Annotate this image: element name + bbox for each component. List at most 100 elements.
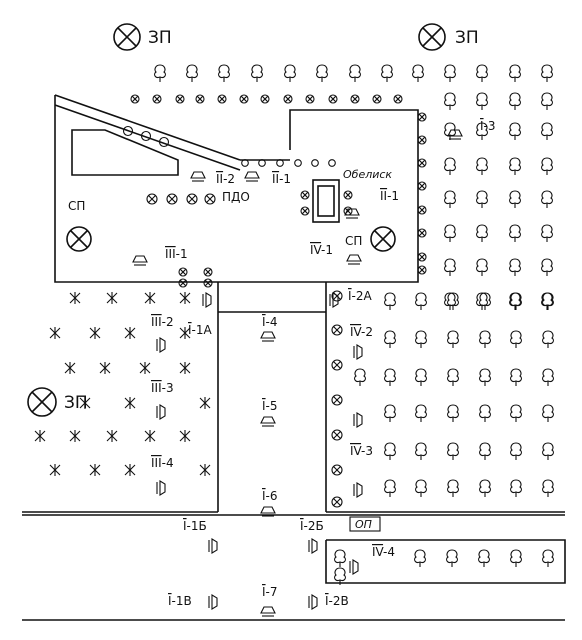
lamp-icon (195, 94, 205, 104)
shrub-icon (89, 327, 101, 339)
position-suffix: -3 (361, 444, 373, 458)
position-label: IV-3 (350, 444, 373, 458)
tree-icon (415, 368, 427, 386)
position-prefix: I (325, 594, 329, 608)
tree-icon (509, 92, 521, 110)
lamp-icon (166, 193, 178, 205)
lamp-icon (203, 267, 213, 277)
lamp-icon (300, 206, 310, 216)
tree-icon (447, 330, 459, 348)
position-suffix: -4 (266, 315, 278, 329)
tree-icon (541, 258, 553, 276)
tree-icon (510, 442, 522, 460)
position-prefix: IV (350, 325, 363, 339)
tree-icon (542, 368, 554, 386)
position-prefix: III (151, 456, 162, 470)
shrub-icon (89, 464, 101, 476)
square-outline (54, 95, 419, 283)
position-label: III-2 (151, 315, 174, 329)
tree-icon (354, 368, 366, 386)
lamp-icon (417, 265, 427, 275)
tree-icon (510, 479, 522, 497)
tree-icon (444, 292, 456, 310)
position-suffix: -1В (172, 594, 192, 608)
tree-icon (542, 479, 554, 497)
tree-icon (479, 479, 491, 497)
obelisk-shaft (317, 185, 335, 217)
position-prefix: I (262, 489, 266, 503)
position-label: II-2 (216, 172, 235, 186)
tree-icon (510, 330, 522, 348)
tree-icon (447, 368, 459, 386)
tree-icon (384, 292, 396, 310)
lamp-icon (186, 193, 198, 205)
position-suffix: -2В (329, 594, 349, 608)
sp-label: СП (345, 234, 362, 248)
tree-icon (447, 442, 459, 460)
shrub-icon (79, 397, 91, 409)
lamp-icon (417, 205, 427, 215)
tree-icon (334, 549, 346, 567)
position-suffix: -2 (162, 315, 174, 329)
shrub-icon (124, 327, 136, 339)
position-prefix: I (300, 519, 304, 533)
position-label: I-1Б (183, 519, 207, 533)
alley-lamp (328, 159, 336, 167)
loudspeaker-icon (260, 331, 276, 342)
position-prefix: IV (372, 545, 385, 559)
loudspeaker-icon (344, 208, 360, 219)
tree-icon (414, 549, 426, 567)
shrub-icon (139, 362, 151, 374)
tree-icon (509, 258, 521, 276)
tree-icon (509, 224, 521, 242)
tree-icon (446, 549, 458, 567)
loudspeaker-icon (447, 129, 463, 140)
position-suffix: -7 (266, 585, 278, 599)
tree-icon (479, 330, 491, 348)
lamp-icon (146, 193, 158, 205)
position-prefix: I (168, 594, 172, 608)
lamp-icon (175, 94, 185, 104)
lamp-icon (178, 278, 188, 288)
position-label: IV-2 (350, 325, 373, 339)
ramp-lamp (158, 136, 170, 148)
position-label: III-4 (151, 456, 174, 470)
loudspeaker-icon (260, 416, 276, 427)
ramp-lamp (122, 125, 134, 137)
tree-icon (447, 404, 459, 422)
position-label: I-3 (480, 119, 496, 133)
lamp-icon (239, 94, 249, 104)
loudspeaker-icon (190, 171, 206, 182)
tree-icon (384, 330, 396, 348)
tree-icon (349, 64, 361, 82)
tree-icon (476, 224, 488, 242)
tree-icon (444, 258, 456, 276)
tree-icon (541, 224, 553, 242)
position-label: III-3 (151, 381, 174, 395)
lamp-icon (328, 94, 338, 104)
plan-outlines (22, 94, 566, 621)
alley-lamps (241, 159, 336, 167)
sp-label: СП (68, 199, 85, 213)
loudspeaker-icon (260, 606, 276, 617)
tree-icon (384, 442, 396, 460)
tree-icon (479, 368, 491, 386)
tree-icon (476, 258, 488, 276)
tree-icon (509, 157, 521, 175)
tree-icon (509, 122, 521, 140)
position-label: I-1A (188, 323, 213, 337)
loudspeaker-icon (349, 559, 359, 575)
bottom-garden-outline (325, 539, 566, 584)
lamp-icon (203, 278, 213, 288)
lamp-icon (350, 94, 360, 104)
tree-icon (415, 404, 427, 422)
shrub-icon (199, 464, 211, 476)
loudspeaker-icon (156, 480, 166, 496)
position-suffix: -6 (266, 489, 278, 503)
shrub-icon (179, 327, 191, 339)
tree-icon (476, 122, 488, 140)
ramp-lamps (122, 125, 170, 148)
position-prefix: I (262, 399, 266, 413)
tree-icon (542, 549, 554, 567)
tree-icon (447, 479, 459, 497)
